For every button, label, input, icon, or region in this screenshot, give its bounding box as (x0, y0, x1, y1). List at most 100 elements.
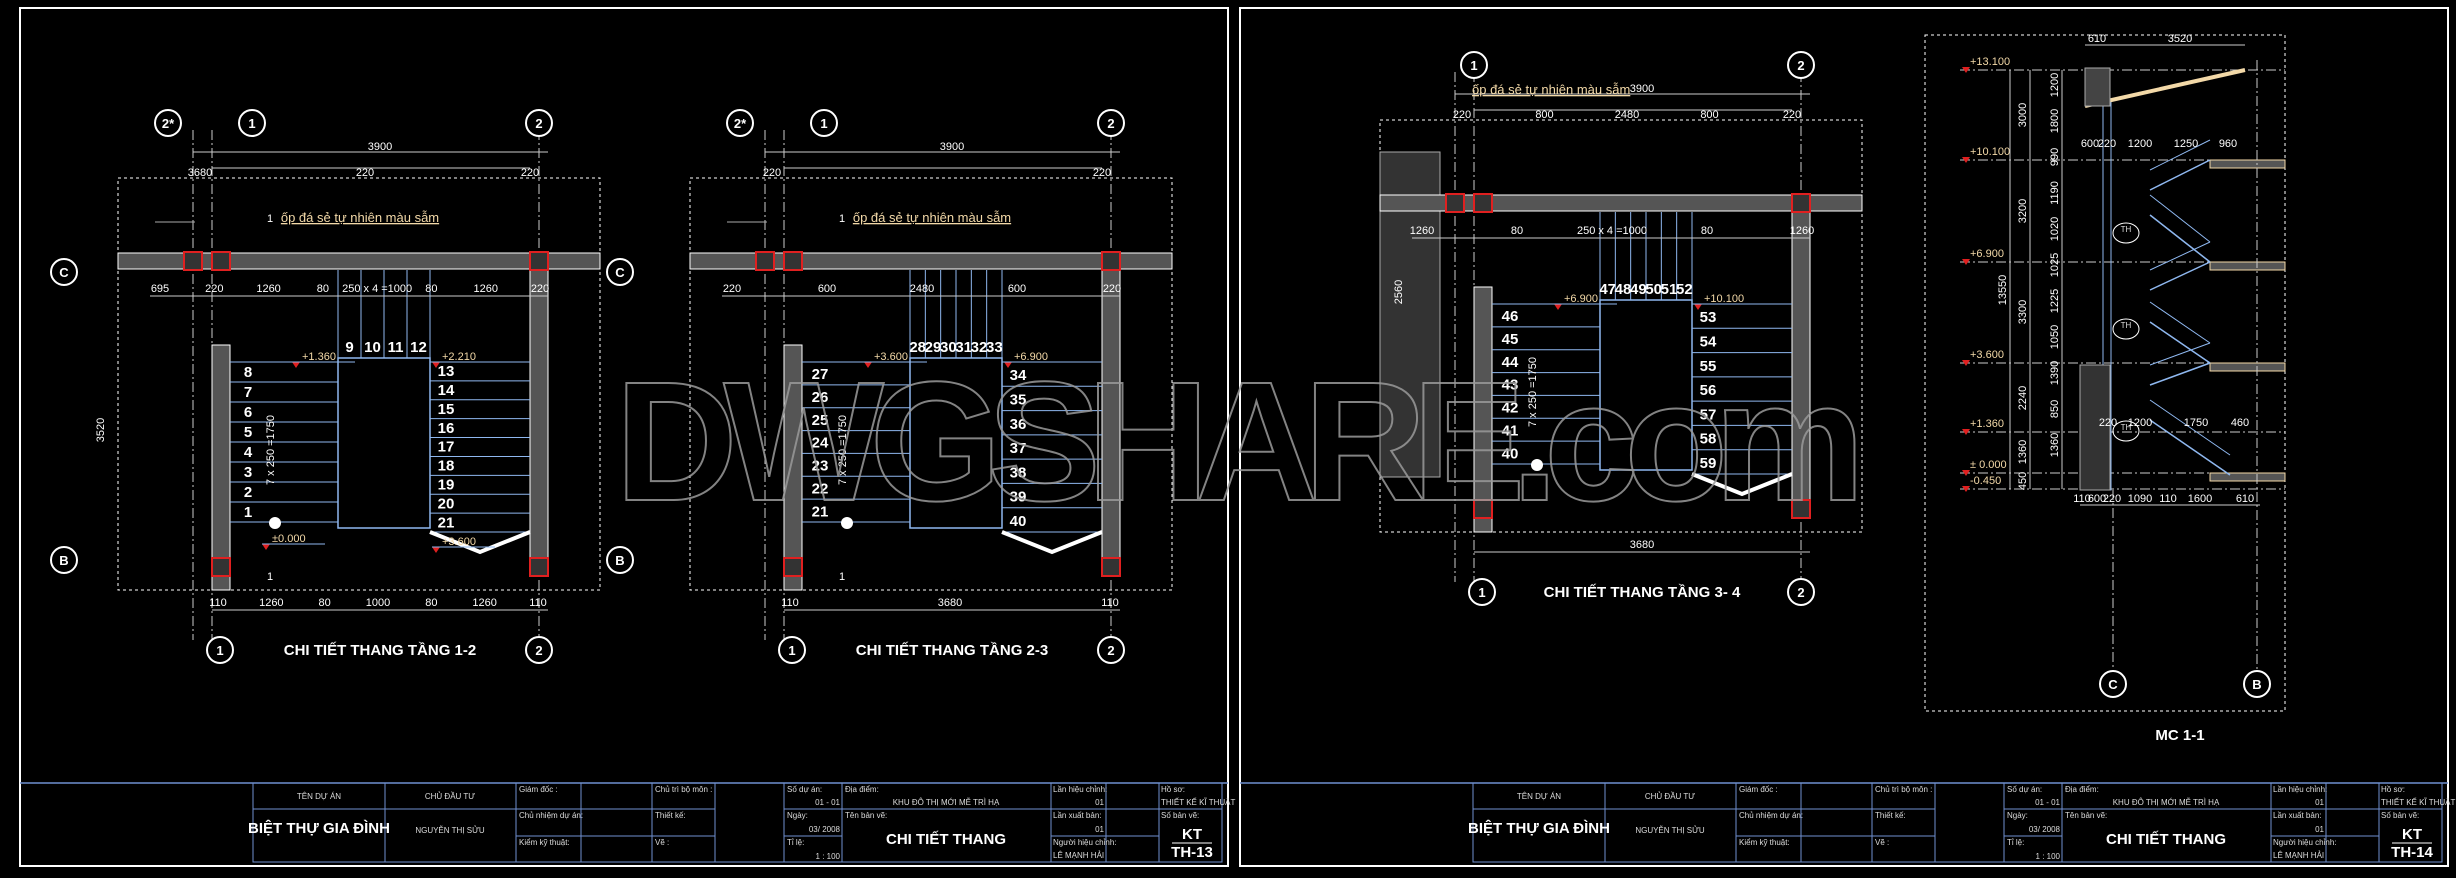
grid-bubble[interactable]: B (2243, 670, 2271, 698)
step-number: 53 (1700, 309, 1717, 326)
grid-bubble[interactable]: 2 (1787, 51, 1815, 79)
grid-bubble[interactable]: 2 (525, 109, 553, 137)
tb-project-no-label: Số dự án: (2007, 785, 2042, 794)
grid-label: 1 (216, 643, 223, 658)
grid-bubble[interactable]: C (2099, 670, 2127, 698)
step-number: 45 (1502, 331, 1519, 348)
grid-bubble[interactable]: 2* (726, 109, 754, 137)
step-number: 21 (438, 514, 455, 531)
tb-date-label: Ngày: (787, 811, 808, 820)
dim-label: 7 x 250 =1750 (837, 415, 849, 485)
grid-label: 2 (1107, 116, 1114, 131)
tb-reviser-label: Người hiệu chỉnh: (2273, 838, 2337, 847)
section-mc-1-1: +13.100+10.100+6.900+3.600+1.360± 0.000-… (1924, 33, 2286, 744)
tb-project-label: TÊN DỰ ÁN (1517, 792, 1561, 801)
grid-bubble-circle (1468, 578, 1496, 606)
dim-label: 220 (723, 283, 741, 295)
sheet-frame-right (1239, 7, 2449, 867)
grid-bubble[interactable]: 2* (154, 109, 182, 137)
grid-label: B (59, 553, 68, 568)
dim-label: 80 (1701, 225, 1713, 237)
grid-bubble[interactable]: 1 (778, 636, 806, 664)
grid-label: C (59, 265, 69, 280)
tb-sheet-code: KT (1182, 826, 1202, 843)
wall-left (783, 344, 803, 591)
column (783, 251, 803, 271)
grid-bubble[interactable]: 2 (1787, 578, 1815, 606)
break-line (429, 530, 531, 555)
tb-scale: 1 : 100 (816, 852, 841, 861)
handrail (2149, 342, 2211, 366)
elevation-marker-icon (1962, 67, 1970, 73)
handrail (2149, 399, 2231, 456)
elevation-marker-icon (432, 547, 440, 553)
tb-file-label: Hồ sơ: (2381, 785, 2405, 794)
tb-revision-label: Lần hiệu chỉnh: (2273, 785, 2327, 794)
tb-revision: 01 (2315, 798, 2324, 807)
stair-flight (2149, 321, 2211, 364)
grid-label: 1 (1470, 58, 1477, 73)
handrail (2149, 241, 2211, 271)
dim-label: 250 x 4 =1000 (342, 283, 412, 295)
dim-label: 1025 (2049, 253, 2061, 277)
step-number: 59 (1700, 455, 1717, 472)
tb-project-no: 01 - 01 (815, 798, 840, 807)
tb-owner-label: CHỦ ĐẦU TƯ (425, 791, 475, 801)
grid-bubble[interactable]: B (50, 546, 78, 574)
step-number: 11 (388, 339, 404, 356)
tb-drawing-name: CHI TIẾT THANG (886, 831, 1006, 848)
column (1101, 251, 1121, 271)
grid-bubble[interactable]: 1 (238, 109, 266, 137)
grid-label: B (615, 553, 624, 568)
grid-label: 2 (1107, 643, 1114, 658)
column (1101, 557, 1121, 577)
grid-bubble[interactable]: 2 (1097, 636, 1125, 664)
dim-label: 460 (2231, 417, 2249, 429)
step-number: 56 (1700, 382, 1717, 399)
grid-bubble[interactable]: 1 (1460, 51, 1488, 79)
step-number: 1 (244, 504, 252, 521)
grid-bubble[interactable]: C (50, 258, 78, 286)
step-number: 23 (812, 458, 829, 475)
tb-issue: 01 (2315, 825, 2324, 834)
step-number: 13 (438, 363, 455, 380)
material-note: ốp đá sẻ tự nhiên màu sẫm (853, 210, 1011, 225)
grid-bubble-circle (238, 109, 266, 137)
dim-label: 220 (356, 167, 374, 179)
grid-bubble[interactable]: 1 (810, 109, 838, 137)
plan-boundary (1379, 119, 1863, 533)
step-number: 2 (244, 484, 252, 501)
dim-label: 1360 (2049, 433, 2061, 457)
elevation-label: +6.900 (1970, 248, 2004, 260)
dim-label: 1090 (2128, 493, 2152, 505)
grid-label: 1 (788, 643, 795, 658)
step-number: 39 (1010, 489, 1027, 506)
elevation-marker-icon (1694, 304, 1702, 310)
step-number: 55 (1700, 358, 1717, 375)
grid-bubble[interactable]: 1 (1468, 578, 1496, 606)
dim-label: 80 (425, 597, 437, 609)
grid-bubble-circle (1787, 51, 1815, 79)
grid-bubble[interactable]: 2 (525, 636, 553, 664)
step-number: 31 (955, 339, 972, 356)
grid-bubble[interactable]: B (606, 546, 634, 574)
grid-bubble[interactable]: 1 (206, 636, 234, 664)
elevation-label: +1.360 (1970, 418, 2004, 430)
grid-label: 1 (1478, 585, 1485, 600)
dim-label: 1250 (2174, 138, 2198, 150)
tb-owner: NGUYỄN THỊ SỬU (415, 826, 485, 835)
roof-slab (2084, 68, 2246, 108)
grid-bubble[interactable]: 2 (1097, 109, 1125, 137)
dim-label: 220 (1103, 283, 1121, 295)
grid-bubble[interactable]: C (606, 258, 634, 286)
elevation-label: ± 0.000 (1970, 459, 2007, 471)
tb-revision-label: Lần hiệu chỉnh: (1053, 785, 1107, 794)
step-number: 33 (986, 339, 1003, 356)
column (1791, 499, 1811, 519)
step-number: 52 (1676, 281, 1693, 298)
handrail (2149, 194, 2211, 243)
grid-bubble-circle (1787, 578, 1815, 606)
step-number: 47 (1599, 281, 1616, 298)
start-marker (269, 517, 281, 529)
